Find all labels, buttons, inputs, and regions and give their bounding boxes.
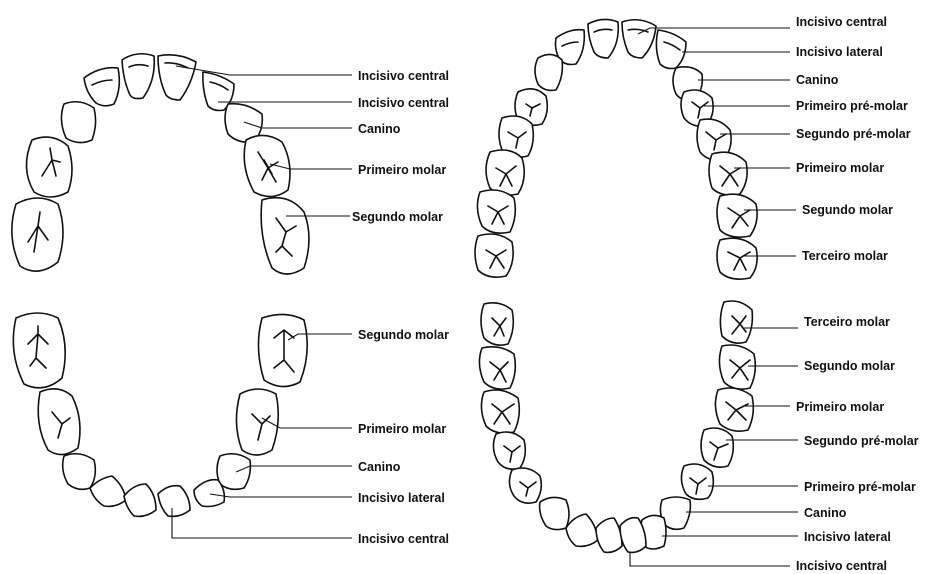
- label-incisivo-lateral: Incisivo lateral: [358, 491, 445, 505]
- permanent-upper-labels: Incisivo central Incisivo lateral Canino…: [796, 15, 911, 263]
- tooth-central-incisor: [122, 54, 154, 99]
- permanent-lower-arch: Terceiro molar Segundo molar Primeiro mo…: [479, 301, 918, 573]
- label-segundo-molar: Segundo molar: [804, 359, 895, 373]
- tooth-first-molar: [236, 389, 278, 455]
- tooth-canine: [63, 454, 96, 490]
- tooth-canine: [217, 454, 250, 490]
- label-canino: Canino: [804, 506, 847, 520]
- label-incisivo-central: Incisivo central: [796, 15, 887, 29]
- label-primeiro-molar: Primeiro molar: [358, 163, 446, 177]
- label-canino: Canino: [796, 73, 839, 87]
- tooth-central-incisor: [158, 55, 196, 100]
- tooth-second-molar: [13, 313, 65, 388]
- label-terceiro-molar: Terceiro molar: [802, 249, 888, 263]
- label-segundo-pre-molar: Segundo pré-molar: [804, 434, 919, 448]
- label-primeiro-pre-molar: Primeiro pré-molar: [796, 99, 908, 113]
- tooth-lateral-incisor: [656, 30, 686, 69]
- primary-lower-teeth: [13, 313, 307, 516]
- label-incisivo-central-2: Incisivo central: [358, 96, 449, 110]
- permanent-upper-arch: Incisivo central Incisivo lateral Canino…: [475, 15, 911, 279]
- primary-lower-arch: Segundo molar Primeiro molar Canino Inci…: [13, 313, 449, 546]
- primary-upper-arch: Incisivo central Incisivo central Canino…: [12, 54, 449, 274]
- tooth-lateral-incisor: [90, 476, 126, 506]
- primary-upper-labels: Incisivo central Incisivo central Canino…: [352, 69, 449, 224]
- tooth-lateral-incisor: [84, 68, 119, 106]
- tooth-central-incisor: [622, 20, 656, 58]
- tooth-central-incisor: [124, 484, 156, 516]
- label-incisivo-central: Incisivo central: [796, 559, 887, 573]
- tooth-third-molar: [720, 301, 752, 343]
- tooth-central-incisor: [588, 19, 618, 58]
- primary-upper-teeth: [12, 54, 309, 274]
- label-incisivo-lateral: Incisivo lateral: [804, 530, 891, 544]
- label-primeiro-molar: Primeiro molar: [796, 400, 884, 414]
- tooth-third-molar: [717, 238, 757, 279]
- tooth-lateral-incisor: [194, 480, 224, 507]
- tooth-second-molar: [258, 314, 307, 386]
- tooth-central-incisor: [596, 518, 622, 552]
- tooth-central-incisor: [158, 486, 190, 517]
- label-incisivo-central: Incisivo central: [358, 532, 449, 546]
- label-segundo-molar: Segundo molar: [352, 210, 443, 224]
- label-primeiro-molar: Primeiro molar: [796, 161, 884, 175]
- tooth-first-molar: [26, 137, 72, 197]
- label-incisivo-lateral: Incisivo lateral: [796, 45, 883, 59]
- label-primeiro-molar: Primeiro molar: [358, 422, 446, 436]
- label-canino: Canino: [358, 122, 401, 136]
- tooth-canine: [535, 54, 562, 90]
- tooth-lateral-incisor: [566, 514, 598, 546]
- tooth-second-molar: [719, 345, 755, 389]
- label-incisivo-central: Incisivo central: [358, 69, 449, 83]
- label-segundo-pre-molar: Segundo pré-molar: [796, 127, 911, 141]
- label-segundo-molar: Segundo molar: [802, 203, 893, 217]
- label-terceiro-molar: Terceiro molar: [804, 315, 890, 329]
- tooth-second-molar: [717, 194, 757, 237]
- label-segundo-molar: Segundo molar: [358, 328, 449, 342]
- tooth-canine: [61, 102, 95, 143]
- label-primeiro-pre-molar: Primeiro pré-molar: [804, 480, 916, 494]
- permanent-lower-labels: Terceiro molar Segundo molar Primeiro mo…: [796, 315, 919, 573]
- tooth-first-premolar: [681, 464, 713, 499]
- primary-lower-labels: Segundo molar Primeiro molar Canino Inci…: [358, 328, 449, 546]
- tooth-canine: [540, 497, 569, 529]
- tooth-first-molar: [709, 152, 747, 195]
- label-canino: Canino: [358, 460, 401, 474]
- permanent-lower-teeth: [479, 301, 755, 552]
- permanent-upper-teeth: [475, 19, 757, 279]
